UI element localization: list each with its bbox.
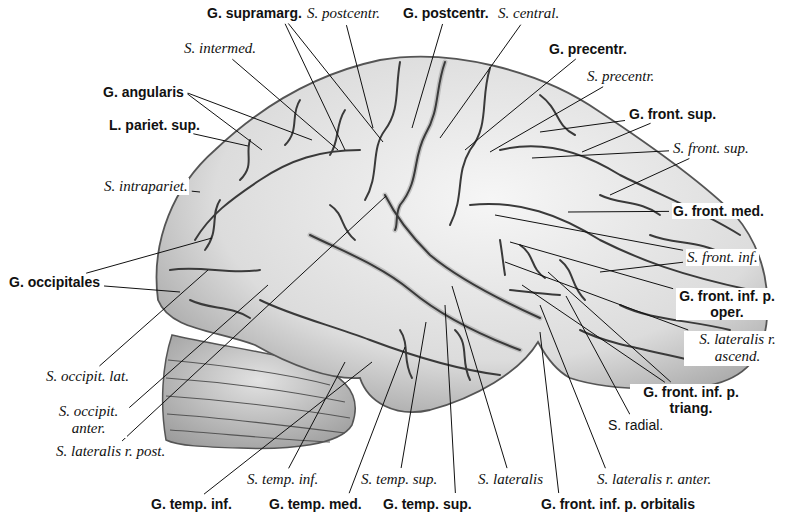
structure-label: S. front. sup. <box>672 140 750 157</box>
leader-line <box>412 24 443 128</box>
leader-line <box>582 123 651 152</box>
structure-label: S. central. <box>497 5 560 22</box>
leader-line <box>440 25 521 138</box>
leader-line <box>610 159 689 195</box>
leader-line <box>505 262 688 330</box>
structure-label: G. precentr. <box>548 41 628 57</box>
structure-label: S. radial. <box>607 417 664 433</box>
structure-label: S. lateralis r. anter. <box>596 471 712 488</box>
leader-line <box>540 120 625 132</box>
structure-label: G. front. sup. <box>628 106 717 122</box>
leader-line <box>465 59 576 150</box>
structure-label: S. front. inf. <box>686 249 759 266</box>
leader-line <box>568 211 669 213</box>
leader-line <box>600 262 683 272</box>
cerebrum <box>157 57 768 412</box>
leader-line <box>122 196 386 441</box>
leader-line <box>495 215 683 250</box>
structure-label: S. temp. inf. <box>246 471 319 488</box>
leader-line <box>188 93 312 140</box>
leader-line <box>86 238 212 273</box>
leader-line <box>104 286 180 292</box>
leader-line <box>510 242 673 289</box>
structure-label: S. temp. sup. <box>360 471 438 488</box>
leader-line <box>129 285 268 408</box>
structure-label: S. postcentr. <box>306 5 381 22</box>
leader-line <box>548 272 671 382</box>
leader-line <box>401 322 426 468</box>
structure-label: G. temp. sup. <box>382 496 473 512</box>
leader-line <box>99 270 208 366</box>
structure-label: G. occipitales <box>8 274 101 290</box>
structure-label: G. supramarg. <box>206 5 303 21</box>
structure-label: G. front. inf. p. triang. <box>630 384 752 416</box>
structure-label: L. pariet. sup. <box>108 117 201 133</box>
leader-line <box>452 286 507 468</box>
leader-line <box>193 134 248 146</box>
structure-label: S. occipit. anter. <box>50 403 127 438</box>
leader-line <box>566 296 630 414</box>
leader-line <box>490 87 603 152</box>
leader-line <box>522 285 665 382</box>
structure-label: G. front. med. <box>672 203 765 219</box>
structure-label: G. temp. med. <box>268 496 363 512</box>
leader-line <box>288 23 383 142</box>
leader-line <box>445 305 455 493</box>
structure-label: G. postcentr. <box>402 5 490 21</box>
structure-label: G. front. inf. p. orbitalis <box>540 496 696 512</box>
leader-line <box>532 151 669 158</box>
leader-line <box>285 24 345 150</box>
leader-line <box>346 25 373 128</box>
structure-label: S. lateralis r. ascend. <box>684 331 791 366</box>
structure-label: S. intermed. <box>183 40 257 57</box>
leader-line <box>540 332 559 493</box>
structure-label: S. lateralis r. post. <box>55 443 166 460</box>
leader-line <box>289 362 345 468</box>
leader-line <box>232 59 338 150</box>
structure-label: G. front. inf. p. oper. <box>676 288 778 320</box>
structure-label: S. occipit. lat. <box>45 368 130 385</box>
structure-label: S. intrapariet. <box>103 178 189 195</box>
leader-line <box>540 305 605 468</box>
leader-line <box>204 362 372 494</box>
structure-label: G. temp. inf. <box>150 496 233 512</box>
structure-label: S. lateralis <box>477 471 544 488</box>
structure-label: G. angularis <box>102 84 185 100</box>
leader-line <box>192 191 200 193</box>
structure-label: S. precentr. <box>586 68 655 85</box>
